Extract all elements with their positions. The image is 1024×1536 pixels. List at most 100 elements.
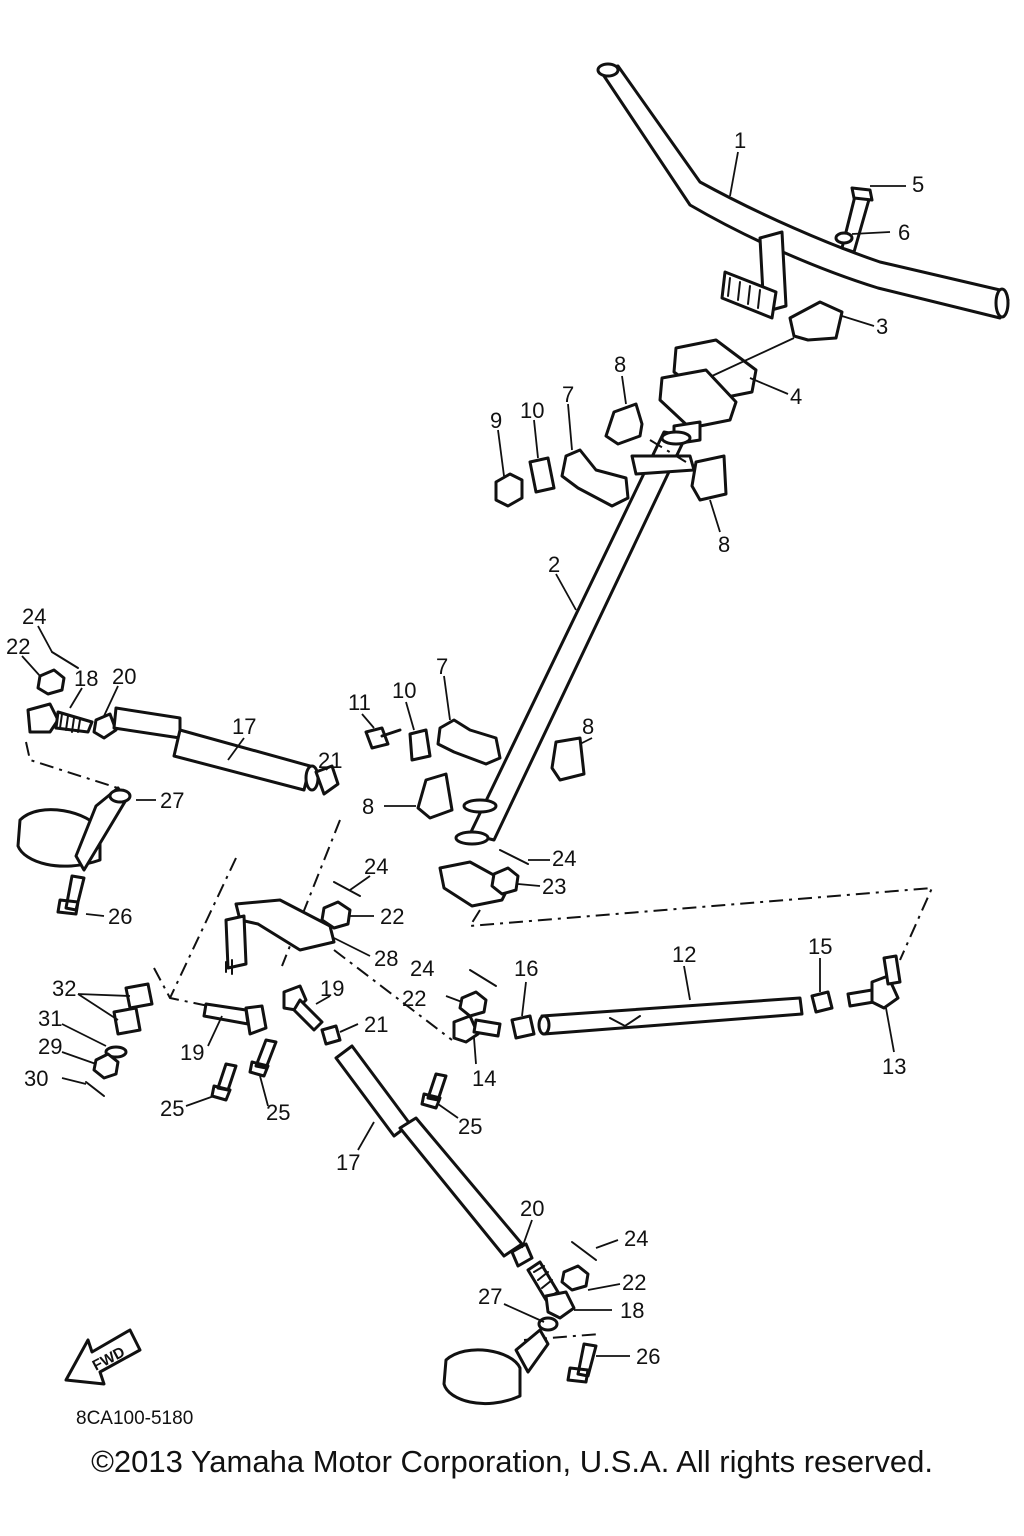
rod-end-bolt-2 [248,1038,278,1078]
callout-29: 29 [38,1034,62,1059]
pitman-nut [320,900,352,930]
callout-8-upper-right: 8 [718,532,730,557]
callout-11: 11 [348,690,371,715]
knuckle-bolt-left [56,874,86,916]
center-lock-nut [320,1024,342,1046]
callout-25-left: 25 [160,1096,184,1121]
arm-nut [92,1052,120,1080]
callout-24-left: 24 [22,604,46,629]
callout-10-lower: 10 [392,678,416,703]
pitman-arm [224,898,336,975]
arm-bushing-upper [124,982,154,1010]
tie-rod-end-right-outer [846,954,902,1010]
callout-24-right-inner: 24 [410,956,434,981]
shaft-lock-nut [490,866,520,896]
shaft-bushing-lower-left [416,772,454,820]
shaft-nut [494,472,524,508]
knuckle-arm-right [442,1328,550,1405]
callout-19-left: 19 [180,1040,204,1065]
handlebar-holder-lower [658,338,758,446]
knuckle-washer-lower [537,1316,559,1332]
tie-rod-nut-left [36,668,66,696]
alignment-line-bushing-arm [153,967,219,1009]
pitman-cotter-pin [333,881,361,897]
callout-24-lower: 24 [624,1226,648,1251]
forward-arrow-icon: FWD [64,1328,142,1386]
callout-9: 9 [490,408,502,433]
callout-22-right-inner: 22 [402,986,426,1011]
shaft-holder-lower [436,718,502,766]
tie-rod-nut-lower [560,1264,590,1292]
callout-14: 14 [472,1066,496,1091]
tie-rod-end-center-left [202,1002,268,1036]
callout-27-lower: 27 [478,1284,502,1309]
tie-rod-nut-right-inner [458,990,488,1018]
callout-1: 1 [734,128,746,153]
tie-rod-right [537,996,804,1036]
callout-6: 6 [898,220,910,245]
callout-8-upper-left: 8 [614,352,626,377]
callout-13: 13 [882,1054,906,1079]
callout-27-left: 27 [160,788,184,813]
callout-25-center: 25 [266,1100,290,1125]
alignment-line-pitman [333,949,453,1041]
shaft-collar-lower [408,728,432,762]
callout-4: 4 [790,384,802,409]
tie-rod-cotter-pin-left [51,651,79,669]
shaft-bushing-lower-right [550,736,586,782]
callout-17-left: 17 [232,714,256,739]
callout-10-upper: 10 [520,398,544,423]
shaft-collar-upper [528,456,556,494]
callout-21-left: 21 [318,748,342,773]
rod-end-bolt-3 [420,1072,448,1110]
tie-rod-end-left [26,702,94,734]
tie-rod-cotter-pin-right-inner [469,969,497,987]
knuckle-arm-left [16,786,132,872]
callout-7-lower: 7 [436,654,448,679]
callout-22-pitman: 22 [380,904,404,929]
alignment-line-left-knuckle [25,741,125,791]
diagram-reference-code: 8CA100-5180 [76,1408,194,1429]
tie-rod-end-right-inner [452,1014,502,1044]
handlebar [596,62,1010,320]
alignment-line-bushings [649,439,687,463]
callout-22-lower: 22 [622,1270,646,1295]
handlebar-holder-upper [788,300,844,342]
shaft-bushing-upper-left [604,402,644,446]
alignment-line-arm [169,819,341,999]
callout-25-right: 25 [458,1114,482,1139]
tie-rod-left [112,706,340,796]
callout-3: 3 [876,314,888,339]
steering-shaft [438,430,696,908]
arm-bushing-lower [112,1006,142,1036]
callout-26-left: 26 [108,904,132,929]
tie-rod-lock-nut-left [92,712,118,740]
alignment-line-shaft-to-rod [468,886,934,961]
callout-24-shaft: 24 [552,846,576,871]
tie-rod-lock-nut-15 [810,990,834,1014]
rod-end-bolt-1 [210,1062,238,1102]
callout-15: 15 [808,934,832,959]
callout-19-right: 19 [320,976,344,1001]
callout-26-right: 26 [636,1344,660,1369]
callout-18-lower: 18 [620,1298,644,1323]
callout-23: 23 [542,874,566,899]
callout-22-left: 22 [6,634,30,659]
callout-5: 5 [912,172,924,197]
shaft-holder-upper [560,448,630,508]
callout-2: 2 [548,552,560,577]
tie-rod-lock-nut-16 [510,1014,536,1040]
callout-12: 12 [672,942,696,967]
shaft-bolt [364,726,402,750]
tie-rod-lower [334,1044,534,1268]
callout-8-lower-left: 8 [362,794,374,819]
callout-30: 30 [24,1066,48,1091]
callout-20-left: 20 [112,664,136,689]
handlebar-bolt [834,186,874,254]
callout-21-center: 21 [364,1012,388,1037]
arm-cotter-pin [85,1081,105,1097]
knuckle-bolt-right [566,1342,598,1384]
callout-18-left: 18 [74,666,98,691]
callout-8-lower-right: 8 [582,714,594,739]
callout-16: 16 [514,956,538,981]
